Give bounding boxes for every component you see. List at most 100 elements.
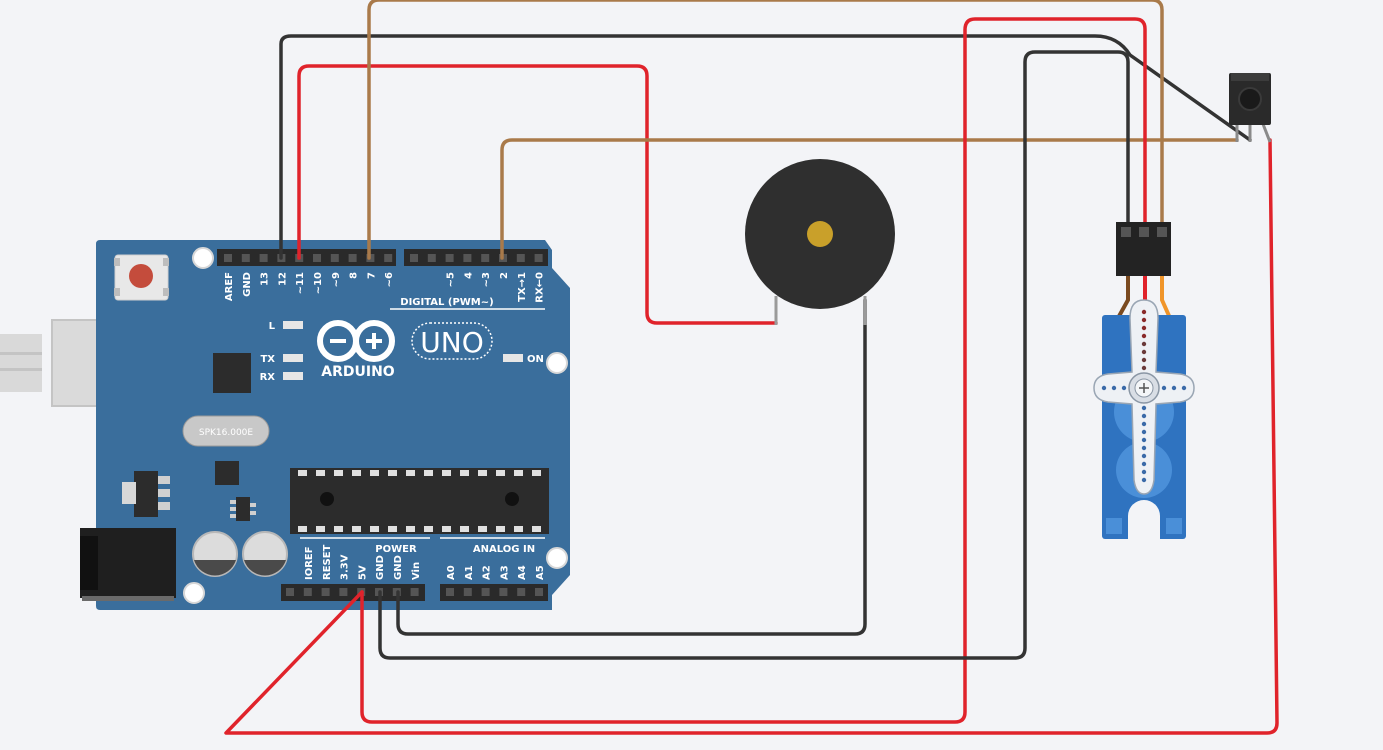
power-header-label: POWER — [375, 544, 417, 555]
horn-hole — [1141, 405, 1147, 411]
header-pin[interactable] — [410, 588, 419, 596]
header-pin[interactable] — [427, 254, 436, 262]
pin-label: ~10 — [313, 272, 324, 294]
pin-label: A2 — [482, 565, 493, 580]
header-pin[interactable] — [499, 588, 508, 596]
horn-hole — [1141, 309, 1147, 315]
pin-label: IOREF — [304, 546, 315, 580]
header-pin[interactable] — [224, 254, 232, 262]
header-pin[interactable] — [534, 254, 543, 262]
header-pin[interactable] — [241, 254, 250, 262]
pin-label: A0 — [446, 565, 457, 580]
digital-header-right — [404, 249, 548, 266]
header-pin[interactable] — [313, 254, 321, 262]
header-pin[interactable] — [259, 254, 268, 262]
header-pin[interactable] — [445, 254, 454, 262]
chip-pin — [298, 526, 307, 532]
header-pin[interactable] — [410, 254, 418, 262]
header-pin[interactable] — [286, 588, 294, 596]
pin-label: AREF — [224, 272, 235, 301]
wire-red-pin13-buzzer[interactable] — [297, 64, 778, 325]
pin-label: 2 — [499, 272, 510, 279]
led-rx-label: RX — [260, 372, 276, 383]
model-label: UNO — [420, 326, 483, 359]
led-on-label: ON — [527, 354, 544, 365]
small-ic — [230, 497, 256, 521]
pin-label: A5 — [535, 565, 546, 580]
usb-chip — [213, 353, 251, 393]
pin-label: ~9 — [331, 272, 342, 287]
pin-label: ~11 — [295, 272, 306, 294]
wire-black-gnd-servo[interactable] — [378, 50, 1130, 660]
header-pin[interactable] — [339, 588, 348, 596]
horn-hole — [1181, 385, 1187, 391]
chip-pin — [478, 470, 487, 476]
pin-label: GND — [242, 272, 253, 297]
atmega-chip — [290, 468, 549, 534]
header-pin[interactable] — [463, 254, 472, 262]
horn-hole — [1141, 421, 1147, 427]
mounting-hole — [546, 352, 568, 374]
arduino-board[interactable]: SPK16.000E — [80, 240, 570, 610]
header-pin[interactable] — [321, 588, 330, 596]
pin-label: ~5 — [446, 272, 457, 287]
pin-label: A3 — [499, 565, 510, 580]
power-header — [281, 584, 425, 601]
dc-jack-icon — [80, 528, 176, 601]
header-pin[interactable] — [446, 588, 454, 596]
mounting-hole — [192, 247, 214, 269]
header-pin[interactable] — [330, 254, 339, 262]
ir-receiver-icon[interactable] — [1229, 73, 1272, 143]
mounting-hole — [183, 582, 205, 604]
pin-label: A1 — [464, 565, 475, 580]
header-pin[interactable] — [535, 588, 543, 596]
header-pin[interactable] — [516, 254, 525, 262]
horn-hole — [1141, 469, 1147, 475]
chip-pin — [460, 526, 469, 532]
arduino-logo-icon — [317, 320, 395, 362]
led-on — [503, 354, 523, 362]
capacitor — [242, 531, 288, 577]
header-pin[interactable] — [384, 254, 393, 262]
led-l-label: L — [269, 321, 276, 332]
pin-label: RX←0 — [535, 272, 546, 303]
wire-brown-pin9-servo[interactable] — [367, 0, 1164, 260]
horn-hole — [1141, 341, 1147, 347]
wire-black-gnd-buzzer[interactable] — [396, 298, 867, 636]
wire-red-5v-ir[interactable] — [224, 138, 1279, 735]
chip-pin — [388, 470, 397, 476]
led-tx-label: TX — [260, 354, 275, 365]
small-chip — [215, 461, 239, 485]
horn-hole — [1141, 325, 1147, 331]
chip-pin — [352, 526, 361, 532]
header-pin[interactable] — [303, 588, 312, 596]
pin-label: GND — [375, 555, 386, 580]
micro-servo-icon[interactable] — [1093, 222, 1195, 539]
analog-header-label: ANALOG IN — [473, 544, 535, 555]
piezo-buzzer-icon[interactable] — [745, 159, 895, 325]
horn-hole — [1101, 385, 1107, 391]
chip-pin — [352, 470, 361, 476]
pin-label: TX→1 — [517, 272, 528, 302]
wire-red-5v-servo[interactable] — [360, 17, 1147, 724]
chip-pin — [334, 470, 343, 476]
horn-hole — [1161, 385, 1167, 391]
crystal-oscillator: SPK16.000E — [182, 415, 270, 447]
header-pin[interactable] — [463, 588, 472, 596]
header-pin[interactable] — [481, 588, 490, 596]
header-pin[interactable] — [348, 254, 357, 262]
pin-label: 8 — [349, 272, 360, 279]
header-pin[interactable] — [517, 588, 526, 596]
wire-black-gnd-ir[interactable] — [279, 34, 1252, 260]
horn-hole — [1141, 437, 1147, 443]
wire-brown-pin2-ir[interactable] — [500, 138, 1239, 260]
header-pin[interactable] — [481, 254, 490, 262]
led-l — [283, 321, 303, 329]
pin-label: 5V — [357, 565, 368, 580]
reset-button[interactable] — [114, 254, 169, 301]
mounting-hole — [546, 547, 568, 569]
brand-label: ARDUINO — [321, 364, 395, 380]
horn-hole — [1141, 317, 1147, 323]
